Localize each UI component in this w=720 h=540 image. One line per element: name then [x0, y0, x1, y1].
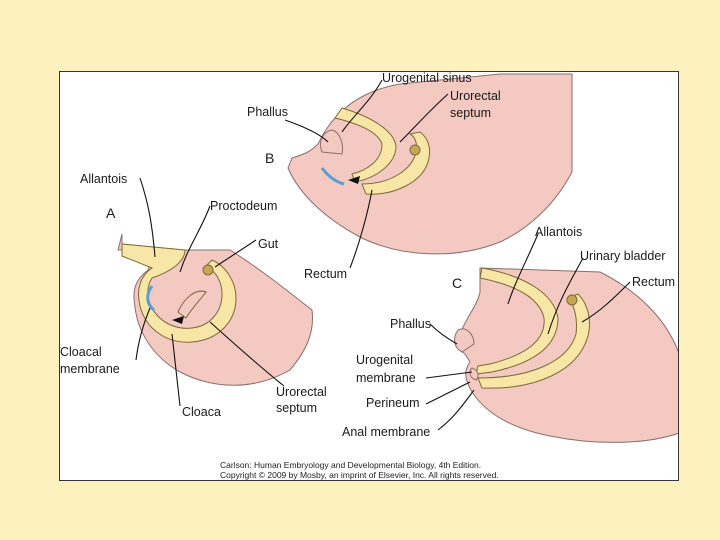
label-a-gut: Gut: [258, 237, 279, 251]
label-b-urorectal-septum-2: septum: [450, 106, 491, 120]
label-c-urogenital-membrane-2: membrane: [356, 371, 416, 385]
cloaca-partition-diagram: A Allantois Proctodeum Gut Cloacal membr…: [60, 72, 678, 480]
panel-c: [454, 267, 678, 443]
panel-b-phallus: [319, 129, 343, 155]
label-a-urorectal-septum-2: septum: [276, 401, 317, 415]
panel-a-gut-lumen: [202, 264, 214, 276]
label-c-urogenital-membrane-1: Urogenital: [356, 353, 413, 367]
label-a-cloaca: Cloaca: [182, 405, 221, 419]
label-b-phallus: Phallus: [247, 105, 288, 119]
panel-a-urorectal-septum-fold: [177, 290, 207, 319]
label-c-perineum: Perineum: [366, 396, 420, 410]
label-c-anal-membrane: Anal membrane: [342, 425, 430, 439]
panel-b-letter: B: [265, 150, 274, 166]
panel-c-rectum-lumen: [566, 294, 578, 306]
panel-c-rectum-tube: [477, 293, 591, 389]
panel-a-arrow: [172, 316, 184, 324]
label-b-urorectal-septum-1: Urorectal: [450, 89, 501, 103]
leader-lines: [135, 79, 631, 431]
panel-b: [287, 73, 573, 255]
panel-b-rectum-tube: [361, 131, 431, 195]
credit-block: Carlson: Human Embryology and Developmen…: [220, 460, 499, 480]
figure-frame: A Allantois Proctodeum Gut Cloacal membr…: [59, 71, 679, 481]
label-c-allantois: Allantois: [535, 225, 582, 239]
panel-a: [117, 233, 314, 386]
labels: A Allantois Proctodeum Gut Cloacal membr…: [60, 72, 675, 439]
label-c-phallus: Phallus: [390, 317, 431, 331]
panel-b-lumen: [409, 144, 421, 156]
credit-line-1: Carlson: Human Embryology and Developmen…: [220, 460, 481, 470]
panel-a-letter: A: [106, 205, 116, 221]
label-a-cloacal-membrane-2: membrane: [60, 362, 120, 376]
label-c-urinary-bladder: Urinary bladder: [580, 249, 665, 263]
label-b-urogenital-sinus: Urogenital sinus: [382, 72, 472, 85]
label-a-cloacal-membrane-1: Cloacal: [60, 345, 102, 359]
label-a-allantois: Allantois: [80, 172, 127, 186]
label-a-urorectal-septum-1: Urorectal: [276, 385, 327, 399]
label-a-proctodeum: Proctodeum: [210, 199, 277, 213]
panel-c-urogenital-tube: [475, 267, 559, 375]
label-b-rectum: Rectum: [304, 267, 347, 281]
credit-line-2: Copyright © 2009 by Mosby, an imprint of…: [220, 470, 499, 480]
panel-b-arrow: [348, 176, 360, 184]
panel-c-phallus: [454, 328, 475, 353]
label-c-rectum: Rectum: [632, 275, 675, 289]
panel-a-cloacal-membrane: [146, 285, 155, 312]
panel-b-membrane: [320, 167, 345, 186]
panel-c-letter: C: [452, 275, 462, 291]
panel-b-tissue: [287, 73, 573, 255]
